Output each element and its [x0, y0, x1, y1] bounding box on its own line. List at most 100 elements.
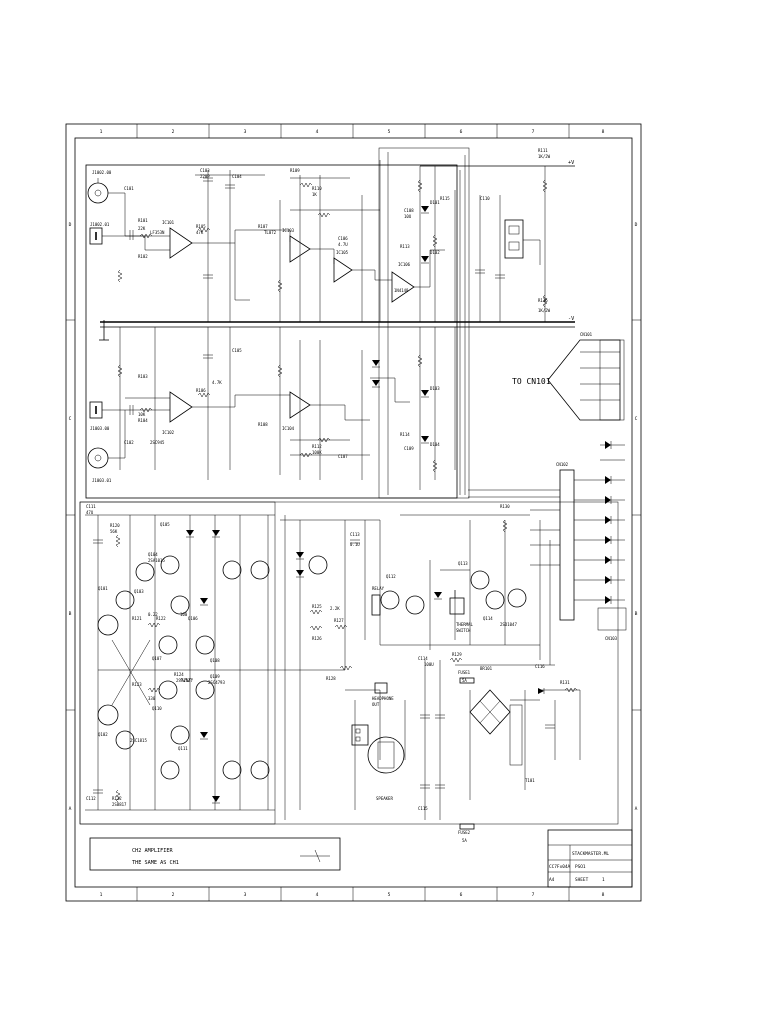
bridge-rectifier: BR101 [469, 666, 511, 735]
col-label: 5 [388, 129, 391, 135]
ref: 1N4148 [394, 288, 409, 293]
ref: R101 [138, 218, 148, 223]
ref: R129 [452, 652, 462, 657]
relay: RELAY [371, 586, 385, 616]
col-label: 7 [532, 129, 535, 135]
ref: Q103 [134, 589, 144, 594]
fuse-label: FUSE2 [458, 830, 471, 835]
opamps [169, 227, 415, 423]
ref: C102 [124, 440, 134, 445]
col-label: 8 [602, 129, 605, 135]
ref: Q113 [458, 561, 468, 566]
ref: LF353N [150, 230, 165, 235]
ref: 220P [200, 174, 210, 179]
ref: R104 [138, 418, 148, 423]
ref: C106 [338, 236, 348, 241]
row-labels: D C B A D C B A [69, 222, 638, 812]
col-label: 2 [172, 892, 175, 898]
col-label: 8 [602, 892, 605, 898]
col-label: 5 [388, 892, 391, 898]
output-diodes [605, 441, 612, 604]
ref: R113 [400, 244, 410, 249]
title-number: 1 [602, 877, 605, 883]
ref: 100U [424, 662, 434, 667]
power-wiring [85, 514, 581, 820]
rail-resistor-value: 1K/2W [538, 308, 551, 313]
ref: 4.7K [212, 380, 222, 385]
pos-rail-label: +V [568, 160, 574, 166]
cn-label: CN101 [580, 332, 593, 337]
ref: R108 [258, 422, 268, 427]
ic-label: IC105 [336, 250, 349, 255]
ref: 2SC4793 [208, 680, 225, 685]
col-label: 6 [460, 129, 463, 135]
ref: 10U [404, 214, 412, 219]
ref: Q112 [386, 574, 396, 579]
ref: D102 [430, 250, 440, 255]
row-label: B [69, 611, 72, 617]
ref: R107 [258, 224, 268, 229]
headphone-label: HEADPHONE [372, 696, 394, 701]
ic-label: IC102 [162, 430, 175, 435]
column-labels-top: 1 2 3 4 5 6 7 8 [100, 129, 605, 135]
resistors [117, 179, 548, 473]
ref: Q111 [178, 746, 188, 751]
cn102-block: CN102 CN103 [468, 339, 627, 641]
ref: R109 [290, 168, 300, 173]
cn101-connector: TO CN101 CN101 [512, 332, 621, 421]
transistors [97, 555, 527, 780]
ref: 0.22 [148, 612, 158, 617]
transformer: T101 [509, 704, 535, 783]
ref: 2.2K [330, 606, 340, 611]
preamp-ref-labels: C101 R101 R102 R103 R104 C102 C103 R105 … [124, 168, 490, 459]
cn-label: CN103 [605, 636, 618, 641]
ref: Q107 [152, 656, 162, 661]
input-jack-4: J1003.01 [87, 447, 125, 483]
ref: 0.1U [350, 542, 360, 547]
ref: C111 [86, 504, 96, 509]
ch2-note-line: THE SAME AS CH1 [132, 860, 179, 866]
ref: 2SD1047 [500, 622, 517, 627]
rail-resistor-value: 1K/2W [538, 154, 551, 159]
inner-border [74, 137, 633, 888]
outer-border [65, 123, 642, 902]
ref: C104 [232, 174, 242, 179]
input-jack-1: J1002.00 [87, 170, 125, 204]
fuse-label: FUSE1 [458, 670, 471, 675]
ref: 2SB817 [112, 802, 127, 807]
ref: R102 [138, 254, 148, 259]
grid-ticks [66, 124, 641, 901]
ref: 2SC945 [150, 440, 165, 445]
power-ref-labels: Q101 Q102 Q103 Q104 Q105 Q106 Q107 Q108 … [86, 504, 570, 811]
ref: 1K [312, 192, 317, 197]
ref: C109 [404, 446, 414, 451]
col-label: 1 [100, 129, 103, 135]
ref: R106 [196, 388, 206, 393]
jack-label: J1003.00 [90, 426, 110, 431]
rectifier-label: BR101 [480, 666, 493, 671]
ic-label: IC101 [162, 220, 175, 225]
fuse-value: 5A [462, 838, 467, 843]
thermal-switch: THERMAL SWITCH [449, 590, 473, 633]
ref: R114 [400, 432, 410, 437]
ref: R115 [440, 196, 450, 201]
ref: C115 [418, 806, 428, 811]
col-label: 2 [172, 129, 175, 135]
headphone-label: OUT [372, 702, 380, 707]
ref: C101 [124, 186, 134, 191]
title-block: STACKMASTER.ML CC7Fx04A PSO1 A4 SHEET 1 [547, 829, 633, 888]
neg-rail-label: -V [568, 316, 574, 322]
speaker-label: SPEAKER [376, 796, 393, 801]
ref: C108 [404, 208, 414, 213]
row-label: C [69, 416, 72, 422]
ref: Q105 [160, 522, 170, 527]
ref: R112 [312, 444, 322, 449]
ref: C105 [232, 348, 242, 353]
preamp-board: J1002.00 J1002.01 J1003.00 J1003.01 +V -… [85, 147, 621, 499]
ref: R131 [560, 680, 570, 685]
row-label: D [635, 222, 638, 228]
fuses: FUSE1 5A FUSE2 5A [458, 670, 475, 843]
ref: D103 [430, 386, 440, 391]
preamp-tab-outline [378, 147, 470, 499]
